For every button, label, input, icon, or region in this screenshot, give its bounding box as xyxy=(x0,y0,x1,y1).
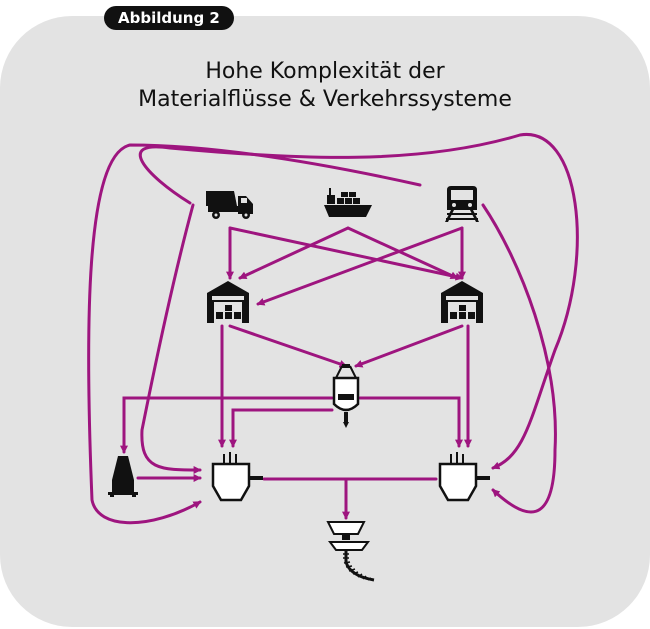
warehouse-icon xyxy=(207,281,249,323)
flow-ship-to-warehouse-left xyxy=(238,226,350,280)
flow-crane-to-converter-right xyxy=(358,396,463,448)
ship-icon xyxy=(324,188,372,217)
blast-furnace-icon xyxy=(108,456,138,497)
crane-ladle-icon xyxy=(332,364,360,428)
diagram-title: Hohe Komplexität der Materialflüsse & Ve… xyxy=(0,58,650,114)
flow-truck-to-warehouse-right xyxy=(228,226,464,281)
diagram-panel xyxy=(0,16,650,627)
flow-warehouse-right-to-crane xyxy=(354,324,464,368)
flow-ship-to-warehouse-right xyxy=(346,226,459,280)
truck-icon xyxy=(206,191,253,219)
flow-train-to-warehouse-left xyxy=(256,226,464,306)
title-line-1: Hohe Komplexität der xyxy=(205,59,445,84)
warehouse-icon xyxy=(441,281,483,323)
converter-icon xyxy=(438,452,490,502)
flow-warehouse-left-to-crane xyxy=(228,324,348,368)
flow-truck-to-converter-left xyxy=(140,203,202,474)
flow-arrows xyxy=(87,133,579,525)
flow-train-to-converter-left xyxy=(87,143,422,525)
flow-crane-to-converter-left xyxy=(229,408,334,448)
title-line-2: Materialflüsse & Verkehrssysteme xyxy=(138,87,512,112)
figure-label: Abbildung 2 xyxy=(104,6,234,30)
flow-train-to-converter-right-outer xyxy=(481,203,557,514)
train-icon xyxy=(445,186,479,222)
converter-icon xyxy=(211,452,263,502)
flow-truck-to-converter-right xyxy=(138,133,579,470)
continuous-caster-icon xyxy=(326,521,375,582)
flow-crane-to-blast-furnace xyxy=(120,396,334,454)
